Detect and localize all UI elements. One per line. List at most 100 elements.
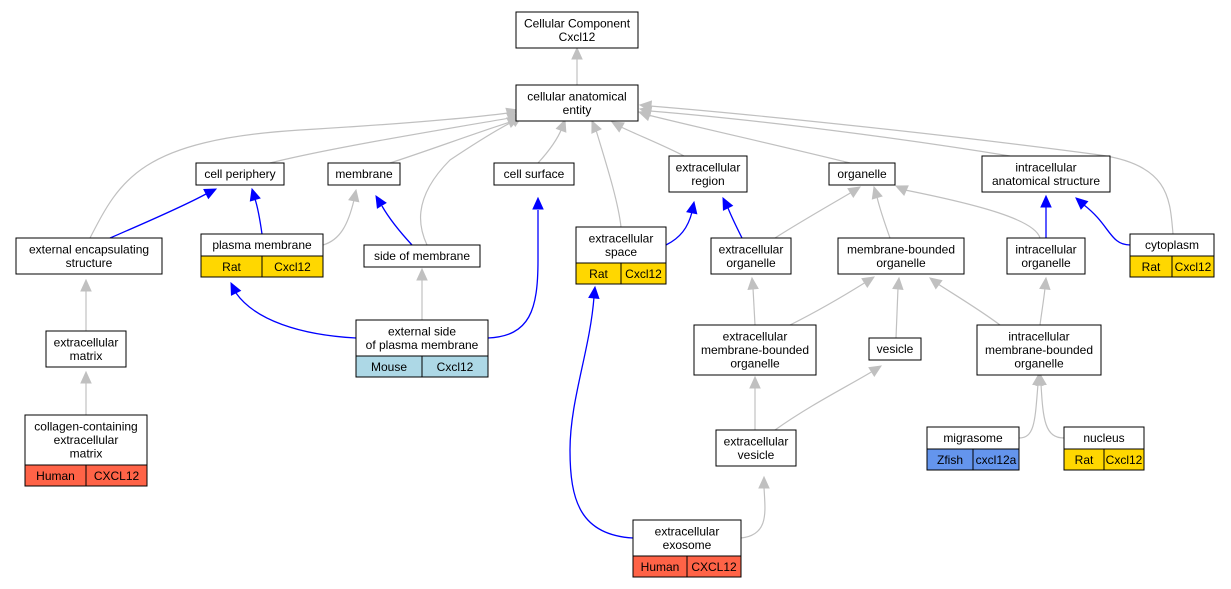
arrowheads-layer <box>80 46 1089 489</box>
node-box <box>981 155 1111 193</box>
arrowhead-nucleus-to-imbo <box>1035 372 1047 387</box>
edge-sidemem-to-cae <box>419 120 515 246</box>
node-collagen[interactable]: collagen-containingextracellularmatrixHu… <box>24 414 148 487</box>
species-label: Mouse <box>371 360 407 374</box>
gene-label: Cxcl12 <box>625 267 662 281</box>
gene-cell <box>620 262 667 285</box>
node-label-line: cellular anatomical <box>527 89 626 103</box>
gene-label: Cxcl12 <box>437 360 474 374</box>
node-sidemem[interactable]: side of membrane <box>363 244 481 268</box>
node-label-line: membrane-bounded <box>985 343 1093 357</box>
arrowhead-plasmamem-to-cellper <box>249 187 261 202</box>
edge-embo-to-extorg <box>752 287 756 326</box>
node-box <box>1006 237 1086 275</box>
gene-cell <box>686 555 742 578</box>
node-label-line: vesicle <box>877 342 914 356</box>
arrowhead-imbo-to-mbo <box>929 277 943 290</box>
node-label-line: organelle <box>837 167 887 181</box>
edge-migrasome-to-imbo <box>1018 383 1039 439</box>
arrowhead-extves-to-vesicle <box>868 365 883 377</box>
arrowhead-extspace-to-extreg <box>686 200 698 215</box>
node-box <box>24 414 148 466</box>
edge-extspace-to-extreg <box>665 211 693 246</box>
node-vesicle[interactable]: vesicle <box>868 337 922 361</box>
node-label-line: Cellular Component <box>524 16 631 30</box>
arrowhead-extencap-to-cellper <box>203 188 218 200</box>
gene-cell <box>85 464 148 487</box>
node-label-line: Cxcl12 <box>559 30 596 44</box>
edge-iastruct-to-cae <box>649 110 1011 157</box>
arrowhead-sidemem-to-membrane <box>375 194 387 209</box>
node-label-line: membrane-bounded <box>847 242 955 256</box>
edges-layer <box>85 58 1174 539</box>
arrowhead-embo-to-mbo <box>861 276 876 288</box>
edge-exosome-to-extves <box>740 486 766 539</box>
edge-extorg-to-organelle <box>774 191 853 239</box>
node-label-line: matrix <box>70 447 103 461</box>
node-box <box>632 519 742 557</box>
edge-cytoplasm-to-cae <box>649 105 1174 235</box>
arrowhead-cytoplasm-to-iastruct <box>1075 197 1089 210</box>
edge-extreg-to-cae <box>620 126 685 157</box>
gene-label: Cxcl12 <box>1106 453 1143 467</box>
edge-organelle-to-cae <box>647 114 851 164</box>
species-label: Rat <box>1142 260 1161 274</box>
node-label-line: membrane <box>335 167 393 181</box>
node-box <box>15 237 163 275</box>
node-cellsurf[interactable]: cell surface <box>493 162 575 186</box>
node-box <box>710 237 792 275</box>
edge-cytoplasm-to-iastruct <box>1083 204 1131 246</box>
edge-extves-to-vesicle <box>774 370 874 431</box>
node-cellper[interactable]: cell periphery <box>195 162 285 186</box>
node-box <box>668 155 748 193</box>
node-label-line: extracellular <box>724 434 789 448</box>
gene-cell <box>1103 448 1145 471</box>
node-label-line: intracellular <box>1015 160 1076 174</box>
edge-plasmamem-to-cellper <box>254 198 263 235</box>
node-label-line: extracellular <box>655 524 720 538</box>
edge-vesicle-to-mbo <box>895 287 899 339</box>
arrowhead-cytoplasm-to-cae <box>638 100 653 112</box>
node-label-line: intracellular <box>1008 330 1069 344</box>
edge-extsidepm-to-plasmamem <box>235 292 357 339</box>
node-box <box>515 84 639 122</box>
node-box <box>515 11 639 49</box>
node-organelle[interactable]: organelle <box>828 162 896 186</box>
edge-exosome-to-extspace <box>569 296 634 539</box>
node-box <box>693 324 817 376</box>
node-label-line: vesicle <box>738 448 775 462</box>
arrowhead-exosome-to-extves <box>758 475 770 489</box>
node-label-line: external side <box>388 324 456 338</box>
node-label-line: anatomical structure <box>992 174 1100 188</box>
species-label: Rat <box>589 267 608 281</box>
arrowhead-extves-to-embo <box>749 375 761 389</box>
node-label-line: organelle <box>1021 256 1071 270</box>
node-box <box>715 429 797 467</box>
node-box <box>45 330 127 368</box>
node-membrane[interactable]: membrane <box>327 162 401 186</box>
node-box <box>363 244 481 268</box>
arrowhead-imbo-to-intorg <box>1039 276 1051 291</box>
node-label-line: extracellular <box>54 433 119 447</box>
